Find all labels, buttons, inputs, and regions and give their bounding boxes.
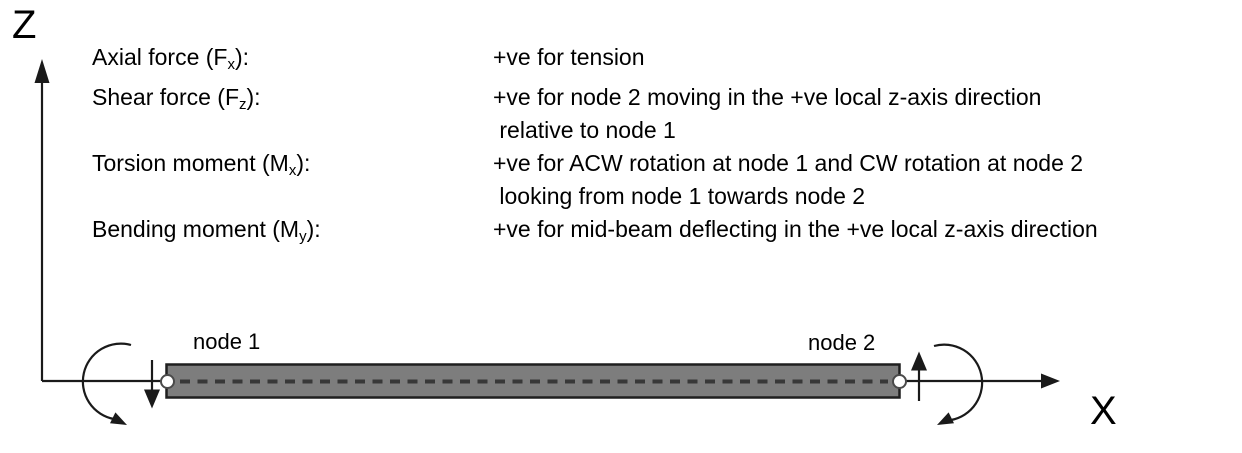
z-axis-label: Z <box>12 3 37 47</box>
node1-torsion-arc-icon <box>81 342 132 421</box>
sign-convention-legend: Axial force (Fx): +ve for tension Shear … <box>92 41 1232 253</box>
node2-label: node 2 <box>808 330 876 355</box>
x-axis-label: X <box>1090 389 1117 433</box>
term-text: Shear force (F <box>92 84 239 110</box>
legend-desc-line: +ve for node 2 moving in the +ve local z… <box>493 84 1042 110</box>
legend-desc-line: +ve for tension <box>493 44 645 70</box>
legend-desc-line: +ve for ACW rotation at node 1 and CW ro… <box>493 150 1084 176</box>
legend-desc-line: looking from node 1 towards node 2 <box>493 183 866 209</box>
node2-torsion-arrowhead-icon <box>937 412 954 425</box>
legend-desc: +ve for mid-beam deflecting in the +ve l… <box>493 213 1232 246</box>
legend-row-axial-force: Axial force (Fx): +ve for tension <box>92 41 1232 81</box>
node2-torsion-arc-icon <box>933 343 984 422</box>
legend-row-shear-force: Shear force (Fz): +ve for node 2 moving … <box>92 81 1232 147</box>
term-text: Torsion moment (M <box>92 150 289 176</box>
node1-torsion-arrowhead-icon <box>110 412 127 425</box>
term-subscript: x <box>288 162 297 179</box>
term-subscript: x <box>227 56 235 73</box>
legend-term: Axial force (Fx): <box>92 41 493 81</box>
legend-term: Torsion moment (Mx): <box>92 147 493 187</box>
node1-shear-arrowhead-icon <box>144 389 160 409</box>
node2-circle-icon <box>892 374 907 389</box>
term-text: ): <box>234 44 250 70</box>
term-text: Axial force (F <box>92 44 228 70</box>
node1-label: node 1 <box>193 329 261 354</box>
legend-desc: +ve for node 2 moving in the +ve local z… <box>493 81 1232 147</box>
node2-shear-arrowhead-icon <box>911 351 927 371</box>
term-subscript: z <box>239 96 247 113</box>
term-text: ): <box>246 84 261 110</box>
z-axis-arrowhead-icon <box>34 59 50 83</box>
legend-desc: +ve for tension <box>493 41 1232 74</box>
node1-circle-icon <box>160 374 175 389</box>
legend-term: Shear force (Fz): <box>92 81 493 121</box>
x-axis-arrowhead-icon <box>1041 373 1060 389</box>
term-subscript: y <box>299 228 307 245</box>
term-text: Bending moment (M <box>92 216 300 242</box>
legend-desc-line: +ve for mid-beam deflecting in the +ve l… <box>493 216 1098 242</box>
legend-desc: +ve for ACW rotation at node 1 and CW ro… <box>493 147 1232 213</box>
term-text: ): <box>306 216 321 242</box>
legend-desc-line: relative to node 1 <box>493 117 676 143</box>
legend-row-bending-moment: Bending moment (My): +ve for mid-beam de… <box>92 213 1232 253</box>
legend-term: Bending moment (My): <box>92 213 493 253</box>
term-text: ): <box>296 150 311 176</box>
legend-row-torsion-moment: Torsion moment (Mx): +ve for ACW rotatio… <box>92 147 1232 213</box>
